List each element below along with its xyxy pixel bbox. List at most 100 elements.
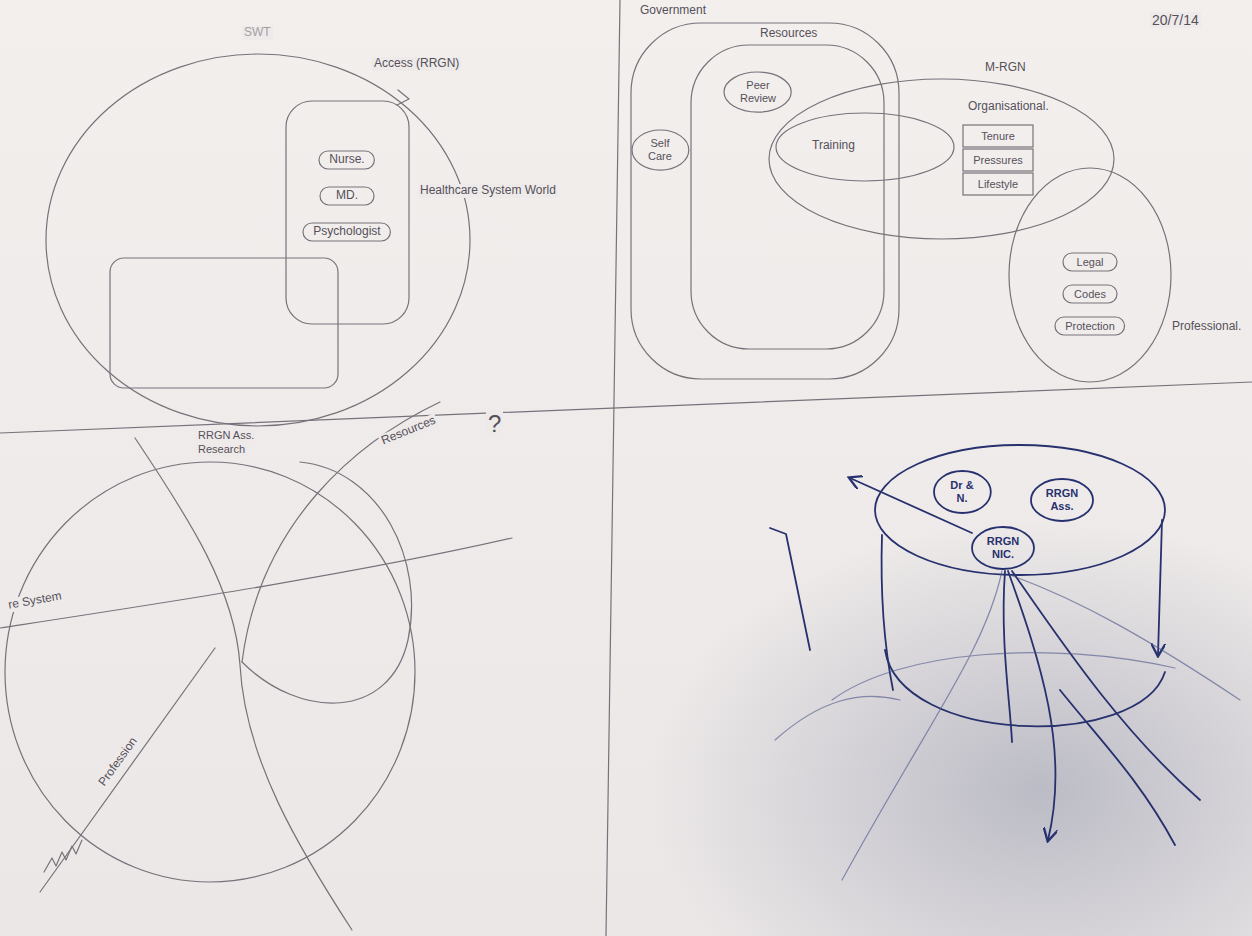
cylinder-top <box>875 445 1165 575</box>
node-text: RRGN Ass. <box>1042 487 1082 512</box>
text-holder: RRGN Ass. <box>1042 487 1082 512</box>
text-holder: Peer Review <box>736 79 780 104</box>
node-text: Legal <box>1077 256 1104 269</box>
list-cell: Tenure <box>962 124 1034 148</box>
node-text: Protection <box>1065 320 1115 333</box>
label-text: Profession <box>95 733 142 790</box>
node-text: Training <box>812 139 855 153</box>
node-text: Dr & N. <box>944 479 980 504</box>
rect-outline <box>963 149 1033 171</box>
root-line <box>1008 571 1056 840</box>
root-line <box>1060 690 1175 845</box>
line-label: Profession <box>95 733 142 790</box>
outline-svg <box>1008 167 1172 383</box>
outline-svg <box>45 53 471 427</box>
system-box: Nurse.MD.PsychologistHealthcare System W… <box>285 100 410 325</box>
outline-svg <box>775 112 955 182</box>
profession-line <box>40 648 215 892</box>
rect-outline <box>963 173 1033 195</box>
node-text: Resources <box>760 27 817 41</box>
node-text: RRGN NIC. <box>983 535 1023 560</box>
topic-pill: Protection <box>1054 316 1126 336</box>
text-holder: Resources <box>760 27 817 41</box>
rect-outline <box>963 125 1033 147</box>
small-arrowhead <box>397 90 409 105</box>
text-holder: Legal <box>1077 256 1104 269</box>
role-pill: Psychologist <box>302 222 391 242</box>
text-holder: Lifestyle <box>978 178 1018 191</box>
ellipse-outline <box>632 130 689 170</box>
region-label: RRGN Ass. <box>196 429 256 442</box>
text-holder: MD. <box>336 189 358 203</box>
role-pill: MD. <box>319 186 375 206</box>
pill-outline <box>1063 253 1117 271</box>
faint-heading: SWT <box>242 26 273 40</box>
text-holder: M-RGN <box>985 61 1026 75</box>
pill-outline <box>1063 285 1117 303</box>
topic-pill: Codes <box>1062 284 1118 304</box>
text-holder: Nurse. <box>329 153 364 167</box>
venn-circle <box>5 462 415 882</box>
text-holder: Organisational. <box>968 100 1049 114</box>
text-holder: Self Care <box>642 137 678 162</box>
node-text: Healthcare System World <box>418 184 558 198</box>
role-pill: Nurse. <box>318 150 375 170</box>
label-text: Research <box>196 443 247 456</box>
ellipse-outline <box>724 72 791 112</box>
venn-lobe <box>242 462 412 703</box>
region-label: Research <box>196 443 247 456</box>
label-text: RRGN Ass. <box>196 429 256 442</box>
access-circle: Nurse.MD.PsychologistHealthcare System W… <box>45 53 471 427</box>
system-line <box>0 538 512 628</box>
text-holder: Pressures <box>973 154 1023 167</box>
mrgn-ellipse: TrainingTenurePressuresLifestyleM-RGNOrg… <box>768 78 1115 240</box>
outline-svg <box>768 78 1115 240</box>
ellipse-outline <box>769 79 1114 239</box>
factor-oval: Peer Review <box>723 71 792 113</box>
text-holder: Tenure <box>981 130 1015 143</box>
text-holder: Government <box>640 4 706 18</box>
node-text: Tenure <box>981 130 1015 143</box>
label-text: 20/7/14 <box>1150 12 1201 28</box>
topic-pill: Legal <box>1062 252 1118 272</box>
text-holder: Training <box>812 139 855 153</box>
training-ellipse: Training <box>775 112 955 182</box>
professional-ellipse: LegalCodesProtectionProfessional. <box>1008 167 1172 383</box>
label-text: SWT <box>242 26 273 40</box>
ellipse-outline <box>1009 168 1171 382</box>
node-text: Government <box>640 4 706 18</box>
cylinder-bottom <box>885 650 1165 726</box>
faint-arc <box>832 653 1175 700</box>
pill-outline <box>320 187 374 205</box>
label-text: Resources <box>378 413 440 449</box>
text-holder: Healthcare System World <box>418 184 558 198</box>
date-note: 20/7/14 <box>1150 12 1201 28</box>
label-text: ? <box>486 410 503 438</box>
text-holder: Dr & N. <box>944 479 980 504</box>
ink-oval: RRGN NIC. <box>971 526 1035 570</box>
pill-outline <box>1055 317 1125 335</box>
node-text: Organisational. <box>968 100 1049 114</box>
ink-oval: RRGN Ass. <box>1030 478 1094 522</box>
label-text: re System <box>5 589 65 613</box>
ellipse-outline <box>1031 479 1093 521</box>
node-text: Lifestyle <box>978 178 1018 191</box>
region-label: Resources <box>378 413 440 449</box>
root-line <box>1004 571 1012 742</box>
outline-svg <box>630 22 900 380</box>
node-text: Professional. <box>1172 320 1241 334</box>
venn-curve <box>135 438 352 930</box>
ink-oval: Dr & N. <box>933 470 992 514</box>
text-holder: Psychologist <box>313 225 380 239</box>
cylinder-side <box>882 535 893 690</box>
node-text: Pressures <box>973 154 1023 167</box>
root-line <box>842 571 1002 880</box>
government-region: Peer ReviewResourcesSelf CareGovernment <box>630 22 900 380</box>
root-line <box>1012 571 1200 800</box>
node-text: M-RGN <box>985 61 1026 75</box>
quadrant-divider <box>0 382 1252 433</box>
text-holder: Protection <box>1065 320 1115 333</box>
